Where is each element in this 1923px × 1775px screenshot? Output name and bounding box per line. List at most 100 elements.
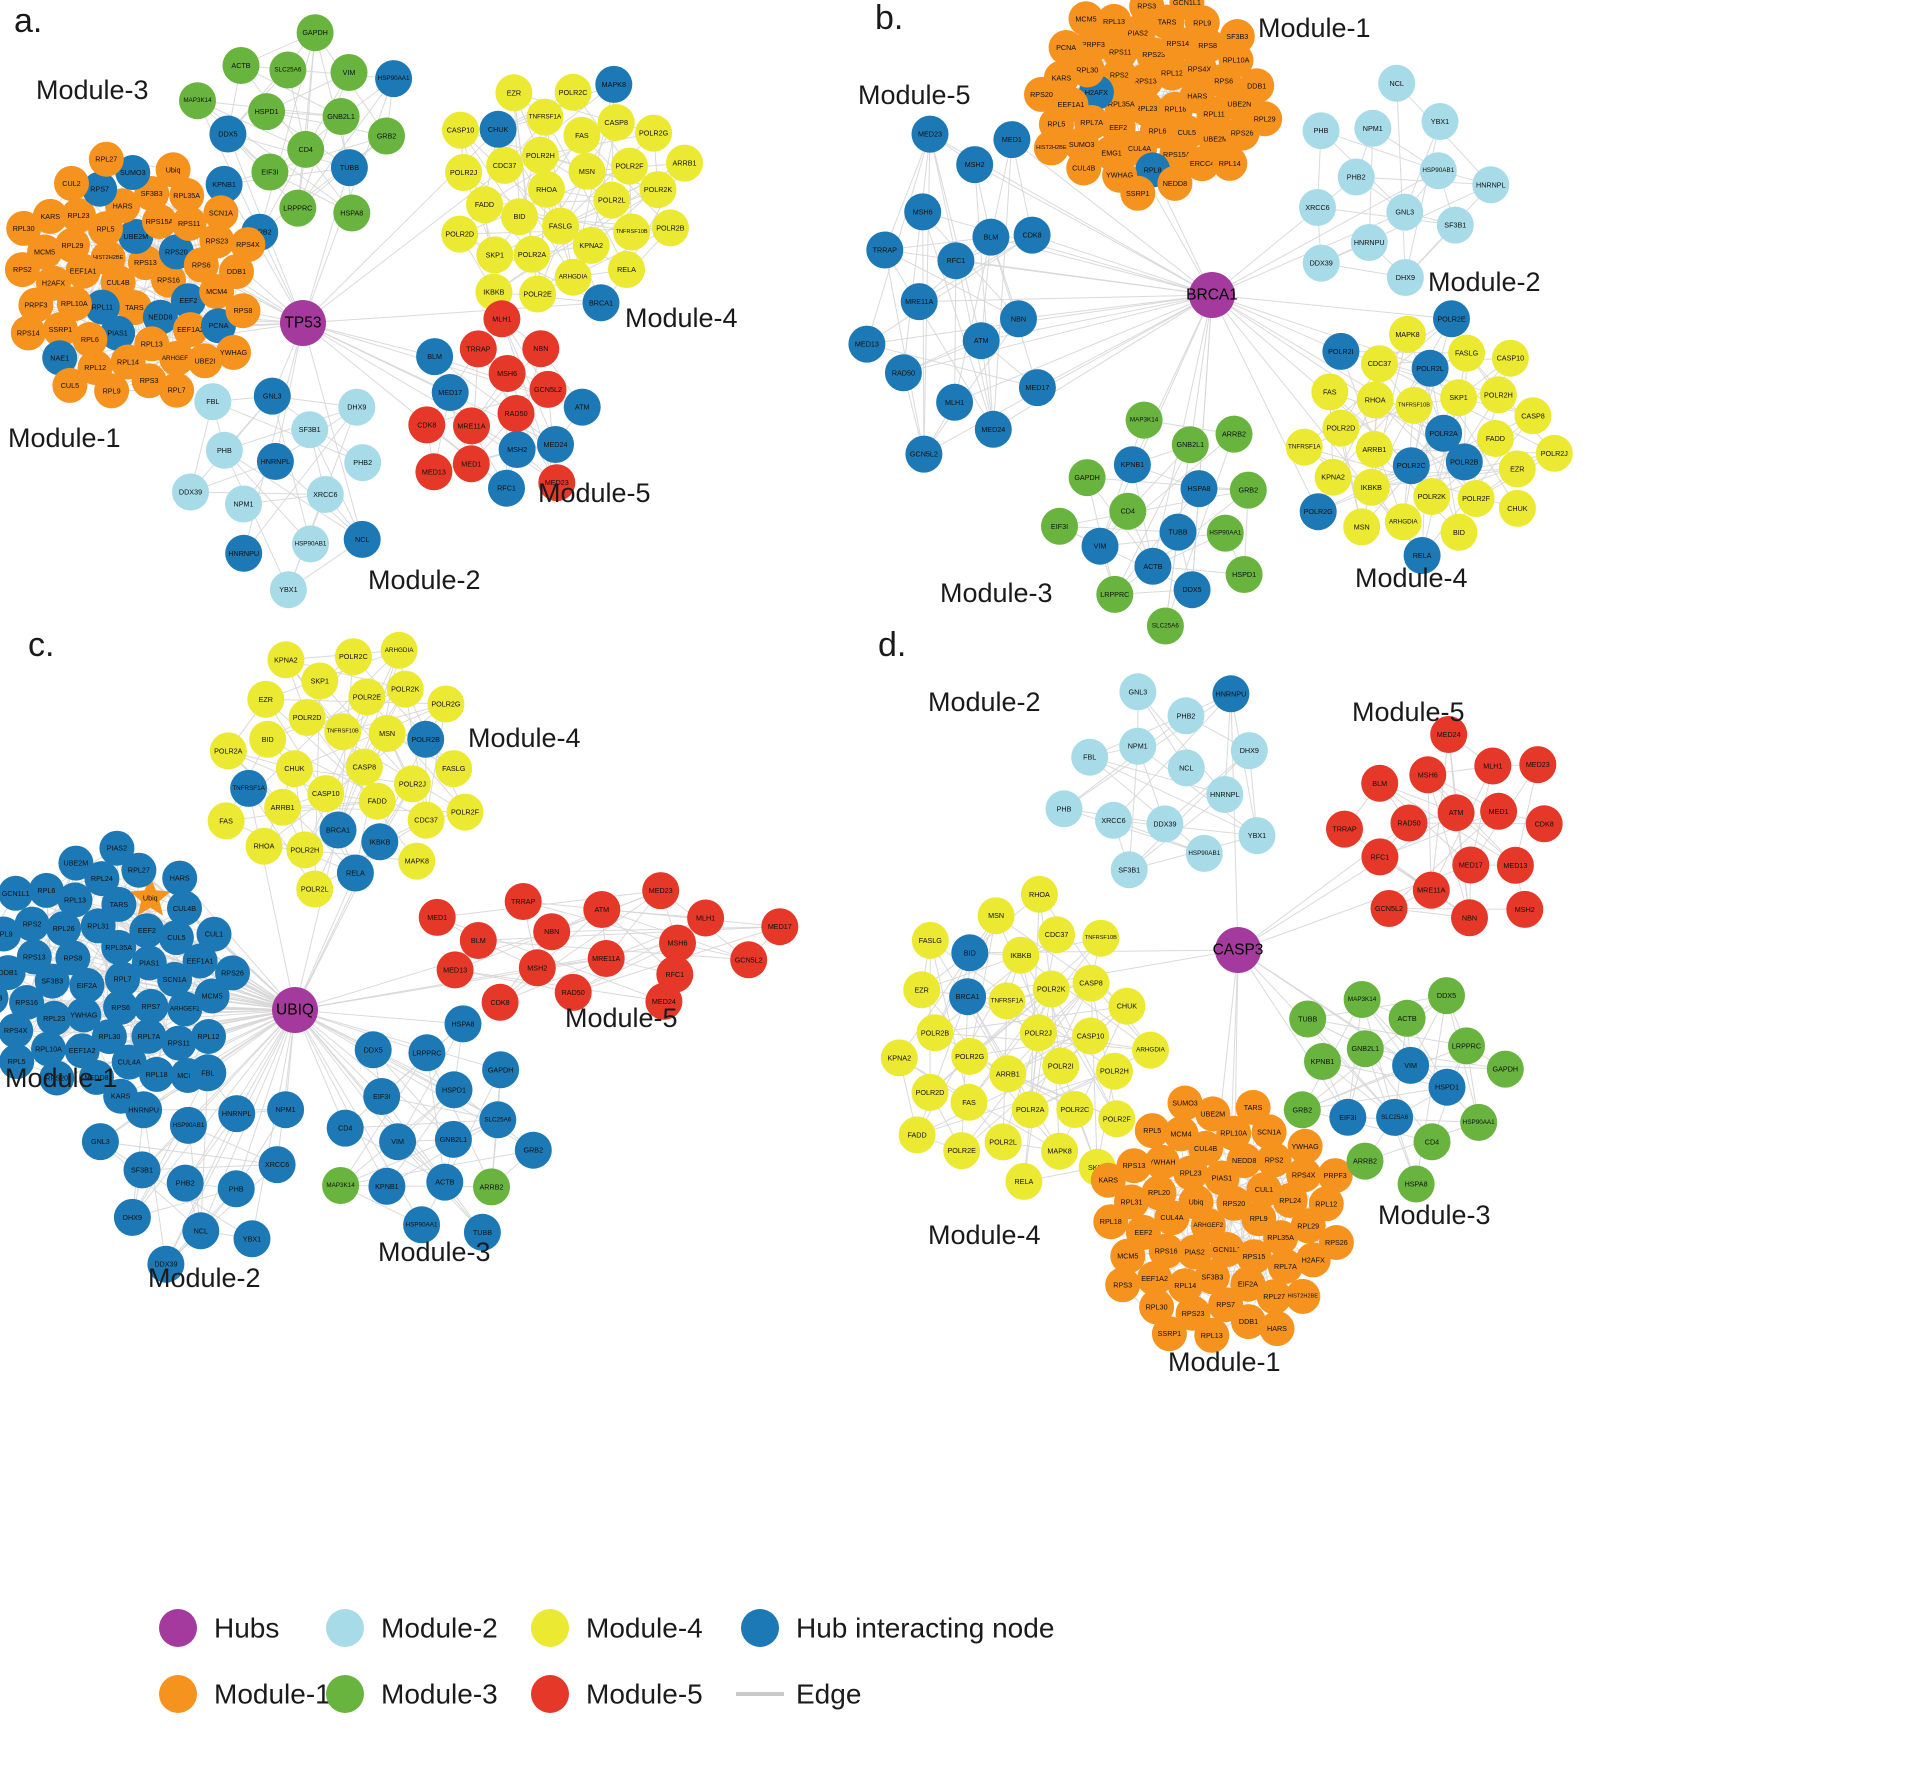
node-MAP3K14[interactable]: MAP3K14	[322, 1167, 360, 1204]
node-ARRB2[interactable]: ARRB2	[1215, 415, 1253, 453]
node-EEF2[interactable]: EEF2	[129, 913, 165, 949]
node-HIST2H2BE[interactable]: HIST2H2BE	[1285, 1278, 1321, 1314]
node-EIF3I[interactable]: EIF3I	[1041, 507, 1078, 545]
node-NBN[interactable]: NBN	[1451, 899, 1488, 937]
node-POLR2C[interactable]: POLR2C	[334, 638, 372, 676]
node-TRRAP[interactable]: TRRAP	[1326, 810, 1363, 848]
node-POLR2J[interactable]: POLR2J	[1535, 434, 1573, 472]
node-RELA[interactable]: RELA	[608, 251, 645, 288]
node-RAD50[interactable]: RAD50	[1390, 804, 1428, 842]
node-POLR2B[interactable]: POLR2B	[916, 1014, 954, 1052]
node-HNRNPU[interactable]: HNRNPU	[1350, 224, 1388, 261]
node-PHB[interactable]: PHB	[217, 1170, 255, 1208]
node-MED17[interactable]: MED17	[431, 374, 469, 411]
node-DDX39[interactable]: DDX39	[1302, 244, 1340, 282]
node-RPL27[interactable]: RPL27	[88, 141, 124, 177]
node-DDX5[interactable]: DDX5	[1173, 571, 1211, 609]
node-HNRNPL[interactable]: HNRNPL	[256, 442, 294, 480]
node-HSPA8[interactable]: HSPA8	[444, 1005, 482, 1043]
node-BID[interactable]: BID	[501, 198, 538, 236]
node-Ubiq[interactable]: Ubiq	[155, 152, 191, 188]
node-NEDD8[interactable]: NEDD8	[1157, 165, 1193, 201]
node-CDC37[interactable]: CDC37	[486, 146, 524, 184]
node-RPL12[interactable]: RPL12	[191, 1019, 226, 1054]
node-YBX1[interactable]: YBX1	[233, 1220, 271, 1258]
node-NPM1[interactable]: NPM1	[1354, 109, 1392, 147]
node-SSRP1[interactable]: SSRP1	[1151, 1316, 1187, 1352]
hub-CASP3[interactable]: CASP3	[1213, 927, 1264, 973]
node-SF3B1[interactable]: SF3B1	[291, 411, 329, 449]
node-MRE11A[interactable]: MRE11A	[587, 940, 625, 977]
node-MED13[interactable]: MED13	[848, 325, 886, 363]
node-POLR2E[interactable]: POLR2E	[1433, 300, 1470, 338]
node-GNL3[interactable]: GNL3	[1386, 193, 1424, 231]
node-ATM[interactable]: ATM	[1437, 794, 1475, 832]
node-MSN[interactable]: MSN	[368, 715, 406, 752]
node-HSPD1[interactable]: HSPD1	[1225, 556, 1263, 593]
node-MED24[interactable]: MED24	[537, 426, 574, 463]
node-KPNB1[interactable]: KPNB1	[1113, 446, 1151, 484]
node-TNFRSF10B[interactable]: TNFRSF10B	[613, 213, 651, 251]
node-MED1[interactable]: MED1	[993, 121, 1031, 159]
node-VIM[interactable]: VIM	[1081, 527, 1119, 565]
node-RPS2[interactable]: RPS2	[4, 252, 40, 288]
node-TUBB[interactable]: TUBB	[1289, 1000, 1327, 1038]
node-CHUK[interactable]: CHUK	[1108, 987, 1146, 1025]
node-CASP8[interactable]: CASP8	[597, 104, 635, 141]
node-PIAS2[interactable]: PIAS2	[99, 830, 135, 866]
node-DDX5[interactable]: DDX5	[354, 1031, 392, 1069]
node-RPL6[interactable]: RPL6	[28, 872, 64, 908]
node-POLR2F[interactable]: POLR2F	[611, 147, 648, 185]
node-POLR2E[interactable]: POLR2E	[943, 1132, 981, 1170]
node-POLR2J[interactable]: POLR2J	[393, 765, 431, 803]
node-KPNB1[interactable]: KPNB1	[368, 1167, 406, 1205]
node-CUL2[interactable]: CUL2	[54, 165, 89, 201]
node-RPL9[interactable]: RPL9	[94, 373, 130, 409]
node-RPS7[interactable]: RPS7	[133, 988, 169, 1024]
node-HSP90AB1[interactable]: HSP90AB1	[292, 525, 329, 563]
node-FASLG[interactable]: FASLG	[911, 921, 949, 959]
node-CDK8[interactable]: CDK8	[481, 983, 519, 1021]
node-GNL3[interactable]: GNL3	[81, 1123, 119, 1161]
node-RPS26[interactable]: RPS26	[215, 955, 250, 991]
node-GNL3[interactable]: GNL3	[253, 377, 291, 415]
node-MSN[interactable]: MSN	[977, 897, 1015, 935]
node-POLR2D[interactable]: POLR2D	[441, 215, 479, 253]
node-CD4[interactable]: CD4	[1413, 1123, 1451, 1161]
node-MED13[interactable]: MED13	[415, 453, 453, 491]
node-SF3B1[interactable]: SF3B1	[1436, 206, 1474, 244]
node-POLR2J[interactable]: POLR2J	[445, 154, 483, 191]
node-PHB[interactable]: PHB	[1302, 112, 1340, 150]
node-GNB2L1[interactable]: GNB2L1	[1171, 426, 1209, 464]
node-CUL5[interactable]: CUL5	[52, 367, 88, 403]
node-POLR2D[interactable]: POLR2D	[1322, 409, 1360, 447]
node-GRB2[interactable]: GRB2	[368, 117, 405, 155]
node-BLM[interactable]: BLM	[459, 922, 497, 959]
node-UBE2M[interactable]: UBE2M	[58, 845, 94, 881]
node-POLR2L[interactable]: POLR2L	[593, 181, 631, 219]
node-RPS4X[interactable]: RPS4X	[230, 227, 266, 263]
node-CD4[interactable]: CD4	[287, 130, 325, 168]
node-HSPA8[interactable]: HSPA8	[1180, 470, 1218, 508]
node-RELA[interactable]: RELA	[336, 854, 374, 892]
node-FAS[interactable]: FAS	[207, 802, 245, 840]
node-IKBKB[interactable]: IKBKB	[361, 823, 399, 861]
node-KPNA2[interactable]: KPNA2	[267, 641, 305, 679]
node-IKBKB[interactable]: IKBKB	[1002, 936, 1040, 974]
node-MCM5[interactable]: MCM5	[1068, 1, 1104, 37]
node-POLR2E[interactable]: POLR2E	[519, 275, 557, 313]
node-GNB2L1[interactable]: GNB2L1	[434, 1120, 472, 1158]
node-SSRP1[interactable]: SSRP1	[1120, 175, 1156, 211]
node-FADD[interactable]: FADD	[898, 1116, 936, 1154]
node-HSPA8[interactable]: HSPA8	[333, 194, 371, 232]
node-POLR2A[interactable]: POLR2A	[1011, 1091, 1049, 1129]
node-CHUK[interactable]: CHUK	[479, 110, 517, 148]
node-HSP90AA1[interactable]: HSP90AA1	[375, 60, 413, 98]
node-TNFRSF10B[interactable]: TNFRSF10B	[324, 713, 362, 751]
node-MSH6[interactable]: MSH6	[904, 193, 942, 231]
node-GAPDH[interactable]: GAPDH	[482, 1051, 520, 1089]
node-NBN[interactable]: NBN	[522, 330, 560, 368]
node-CASP10[interactable]: CASP10	[442, 111, 479, 149]
node-RPL18[interactable]: RPL18	[139, 1056, 175, 1092]
node-GNB2L1[interactable]: GNB2L1	[1346, 1030, 1384, 1068]
